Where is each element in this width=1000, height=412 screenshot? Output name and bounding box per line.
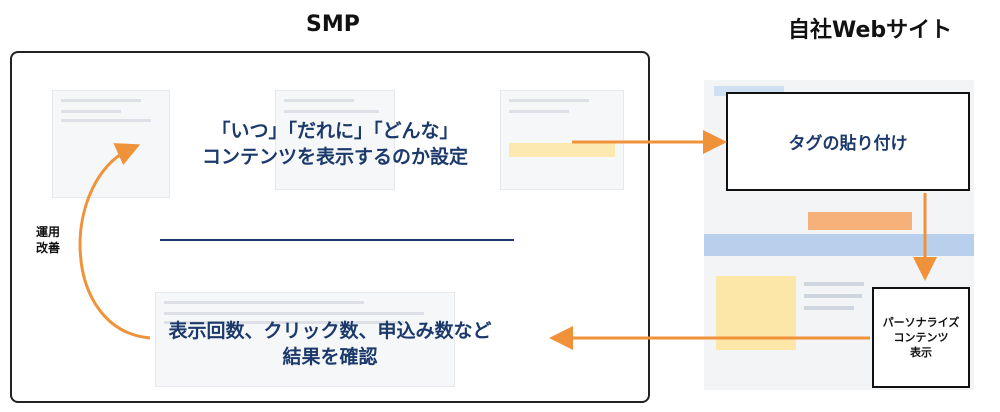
smp-top-caption-line2: コンテンツを表示するのか設定 (201, 146, 468, 168)
personalized-line3: 表示 (909, 346, 932, 359)
smp-top-caption-line1: 「いつ」「だれに」「どんな」 (211, 120, 459, 142)
smp-bottom-caption-line1: 表示回数、クリック数、申込み数など (168, 320, 492, 342)
website-header (714, 86, 784, 96)
smp-screen-thumbnail-3 (500, 90, 624, 190)
own-site-heading: 自社Webサイト (788, 18, 953, 43)
smp-divider (160, 239, 514, 241)
tag-paste-label: タグの貼り付け (788, 134, 908, 154)
website-banner (704, 234, 974, 256)
smp-screen-thumbnail-1 (52, 90, 170, 198)
smp-report-thumbnail (155, 292, 455, 387)
smp-screen-thumbnail-2 (275, 90, 395, 190)
website-cta-button (808, 212, 912, 230)
smp-heading: SMP (306, 12, 360, 37)
personalized-line1: パーソナライズ (882, 316, 960, 329)
website-text-line (804, 306, 854, 310)
tag-paste-box: タグの貼り付け (726, 92, 970, 191)
website-text-line (804, 282, 864, 286)
personalized-content-box: パーソナライズ コンテンツ 表示 (872, 287, 970, 388)
website-text-line (804, 294, 862, 298)
smp-bottom-caption-line2: 結果を確認 (282, 346, 378, 368)
personalized-line2: コンテンツ (893, 331, 949, 344)
loop-label-line2: 改善 (35, 241, 60, 255)
smp-bottom-caption: 表示回数、クリック数、申込み数など 結果を確認 (150, 318, 510, 370)
loop-label: 運用 改善 (30, 224, 66, 256)
smp-top-caption: 「いつ」「だれに」「どんな」 コンテンツを表示するのか設定 (170, 118, 500, 170)
improvement-loop-arrow (78, 143, 151, 340)
loop-label-line1: 運用 (35, 225, 60, 239)
